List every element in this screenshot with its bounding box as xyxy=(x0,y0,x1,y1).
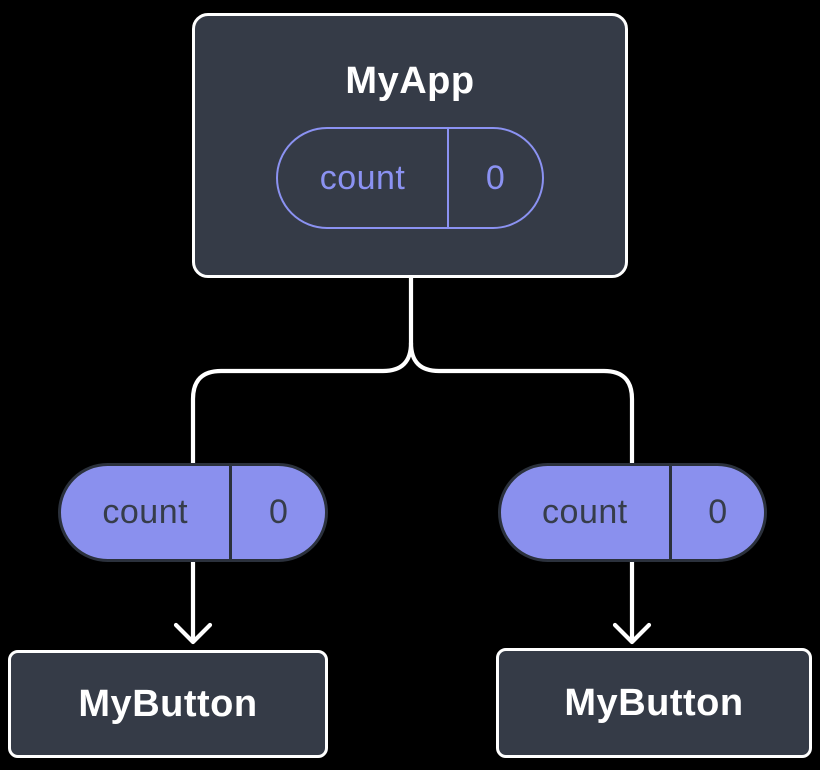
right-arrow-down-icon xyxy=(612,622,652,645)
button-node-title: MyButton xyxy=(564,682,744,724)
app-node-title: MyApp xyxy=(345,60,475,102)
trunk-left-branch-line xyxy=(190,273,414,469)
state-name-label: count xyxy=(278,129,450,227)
right-button-component-node: MyButton xyxy=(496,648,812,758)
app-state-pill: count 0 xyxy=(276,127,544,229)
state-name-label: count xyxy=(61,466,233,559)
state-name-label: count xyxy=(501,466,672,559)
left-button-component-node: MyButton xyxy=(8,650,328,758)
button-node-title: MyButton xyxy=(78,683,258,725)
right-prop-pill: count 0 xyxy=(498,463,767,562)
left-arrow-down-icon xyxy=(173,622,213,645)
state-value: 0 xyxy=(269,493,289,531)
left-prop-pill: count 0 xyxy=(58,463,328,562)
app-component-node: MyApp count 0 xyxy=(192,13,628,278)
state-value: 0 xyxy=(485,158,506,197)
right-branch-line xyxy=(408,340,635,469)
state-value: 0 xyxy=(708,493,728,531)
